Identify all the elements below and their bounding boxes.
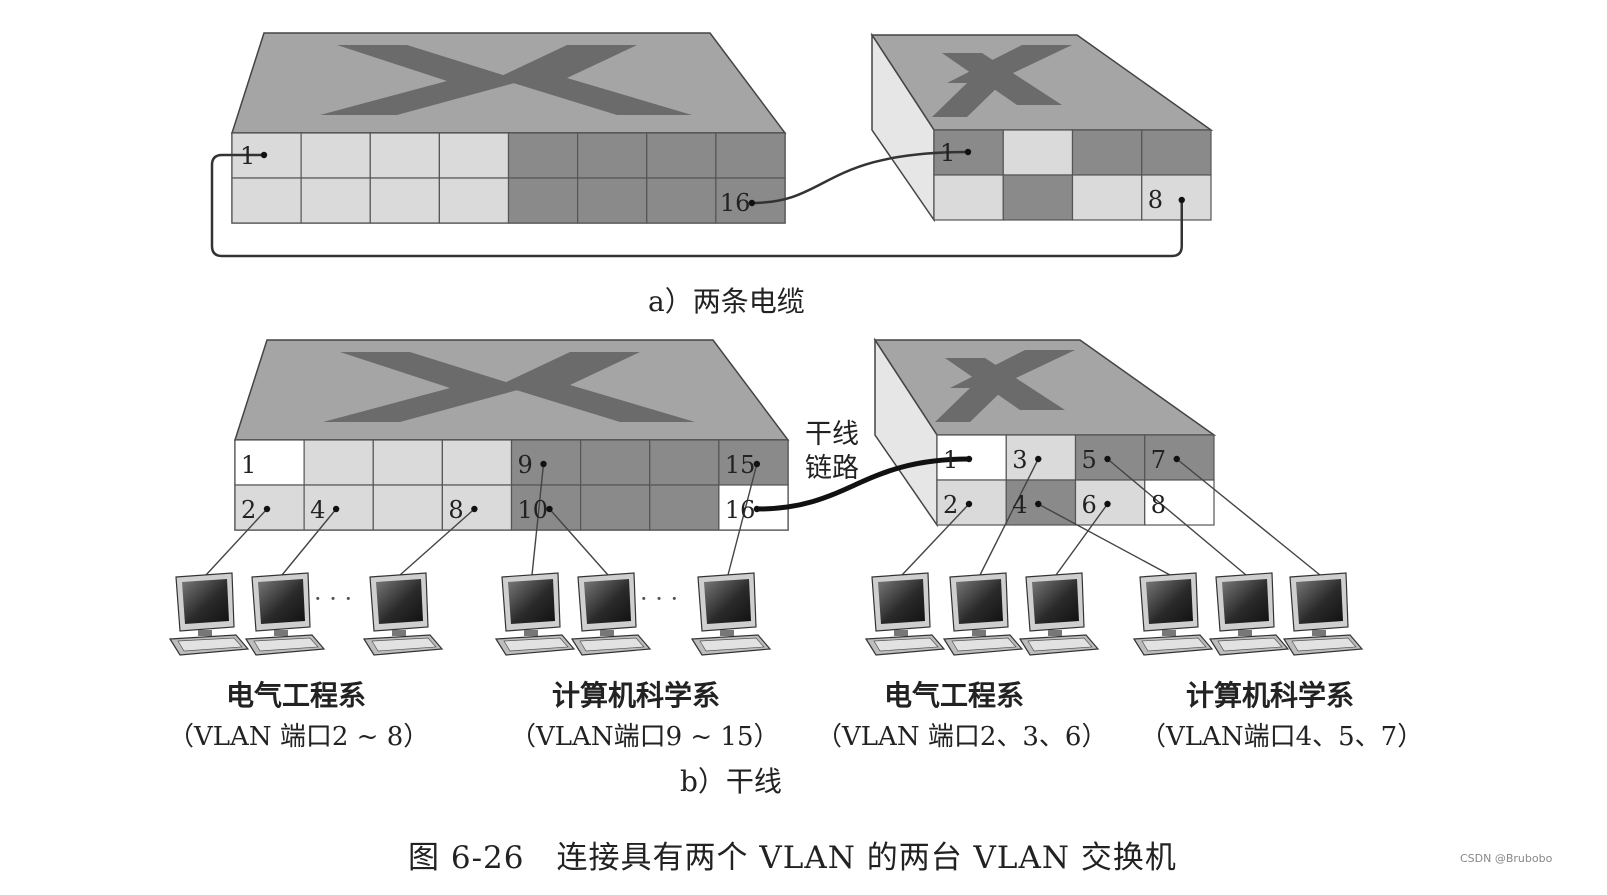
switch-port	[581, 440, 650, 485]
switch-port	[1003, 175, 1072, 220]
switch-port	[439, 133, 508, 178]
trunk-link-label: 干线 链路	[805, 418, 859, 486]
computer-icon	[1020, 573, 1098, 655]
computer-icon	[246, 573, 324, 655]
switch-port	[232, 178, 301, 223]
computer-icon	[364, 573, 442, 655]
port-dot	[1104, 501, 1110, 507]
port-dot	[749, 200, 755, 206]
computer-icon	[866, 573, 944, 655]
dept-name-cs-left: 计算机科学系	[552, 674, 720, 714]
port-label: 1	[940, 139, 955, 167]
caption-a: a）两条电缆	[648, 280, 805, 320]
port-label: 5	[1082, 446, 1097, 474]
switch-port	[1073, 175, 1142, 220]
port-dot	[754, 506, 760, 512]
port-label: 1	[943, 446, 958, 474]
port-label: 16	[720, 189, 751, 217]
computer-icon	[944, 573, 1022, 655]
port-label: 8	[448, 496, 463, 524]
switch-port	[578, 133, 647, 178]
switch-port	[1142, 130, 1211, 175]
port-dot	[965, 149, 971, 155]
computer-icon	[496, 573, 574, 655]
port-label: 10	[518, 496, 549, 524]
port-dot	[966, 501, 972, 507]
switch-port	[1073, 130, 1142, 175]
switch-port	[509, 133, 578, 178]
port-dot	[754, 461, 760, 467]
computer-icon	[1210, 573, 1288, 655]
computer-icon	[1284, 573, 1362, 655]
dept-name-ee-right: 电气工程系	[884, 674, 1024, 714]
switch-port	[716, 133, 785, 178]
switch-port	[373, 440, 442, 485]
dept-vlan-ee-right: （VLAN 端口2、3、6）	[816, 716, 1107, 753]
figure-caption: 图 6-26 连接具有两个 VLAN 的两台 VLAN 交换机	[408, 832, 1177, 877]
switch-port	[578, 178, 647, 223]
switch-port	[304, 440, 373, 485]
port-dot	[261, 152, 267, 158]
port-dot	[546, 506, 552, 512]
switch-port	[373, 485, 442, 530]
port-label: 6	[1082, 491, 1097, 519]
dept-vlan-cs-left: （VLAN端口9 ~ 15）	[510, 716, 780, 753]
ellipsis: · · ·	[314, 585, 352, 613]
port-label: 15	[725, 451, 756, 479]
port-label: 1	[240, 142, 255, 170]
switch-a-left	[232, 33, 785, 223]
switch-port	[647, 178, 716, 223]
port-label: 8	[1151, 491, 1166, 519]
switch-port	[650, 440, 719, 485]
switch-port	[301, 178, 370, 223]
watermark: CSDN @Brubobo	[1460, 852, 1552, 865]
port-dot	[966, 456, 972, 462]
caption-b: b）干线	[680, 760, 782, 800]
trunk-label-line-1: 干线	[805, 418, 859, 452]
port-label: 4	[1012, 491, 1027, 519]
port-dot	[540, 461, 546, 467]
switch-port	[647, 133, 716, 178]
computer-icon	[692, 573, 770, 655]
port-label: 16	[725, 496, 756, 524]
port-label: 2	[943, 491, 958, 519]
computer-icon	[170, 573, 248, 655]
port-dot	[1179, 197, 1185, 203]
computer-icon	[572, 573, 650, 655]
port-dot	[471, 506, 477, 512]
port-dot	[1035, 456, 1041, 462]
ellipsis: · · ·	[640, 585, 678, 613]
dept-name-cs-right: 计算机科学系	[1186, 674, 1354, 714]
port-dot	[264, 506, 270, 512]
switch-port	[650, 485, 719, 530]
trunk-label-line-2: 链路	[805, 452, 859, 486]
port-label: 3	[1012, 446, 1027, 474]
switch-port	[581, 485, 650, 530]
port-label: 9	[518, 451, 533, 479]
port-label: 1	[241, 451, 256, 479]
switch-port	[509, 178, 578, 223]
switch-port	[1003, 130, 1072, 175]
computer-icon	[1134, 573, 1212, 655]
port-dot	[1104, 456, 1110, 462]
port-dot	[333, 506, 339, 512]
switch-port	[370, 133, 439, 178]
switch-port	[301, 133, 370, 178]
port-label: 8	[1148, 186, 1163, 214]
port-dot	[1174, 456, 1180, 462]
switch-port	[934, 175, 1003, 220]
dept-vlan-ee-left: （VLAN 端口2 ~ 8）	[168, 716, 429, 753]
dept-vlan-cs-right: （VLAN端口4、5、7）	[1140, 716, 1423, 753]
switch-port	[439, 178, 508, 223]
switch-port	[442, 440, 511, 485]
dept-name-ee-left: 电气工程系	[226, 674, 366, 714]
port-label: 7	[1151, 446, 1166, 474]
port-dot	[1035, 501, 1041, 507]
port-label: 4	[310, 496, 325, 524]
switch-port	[370, 178, 439, 223]
port-label: 2	[241, 496, 256, 524]
